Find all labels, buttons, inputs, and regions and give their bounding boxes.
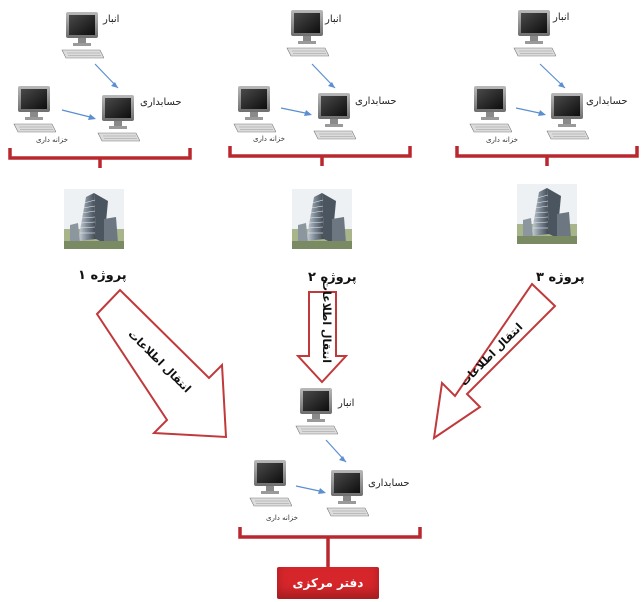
- project-1-network: [8, 12, 192, 250]
- central-office-box: دفتر مرکزی: [277, 567, 379, 599]
- computer-icon: [97, 95, 140, 142]
- hesabdari-label: حسابداری: [368, 478, 410, 489]
- central-office-label: دفتر مرکزی: [292, 576, 364, 590]
- project-3-network: [455, 10, 639, 245]
- computer-icon: [13, 86, 56, 133]
- bracket: [8, 148, 192, 160]
- building-icon: [292, 188, 352, 250]
- link-arrow: [61, 109, 95, 119]
- anbar-label: انبار: [553, 12, 570, 23]
- computer-icon: [546, 93, 589, 140]
- computer-icon: [233, 86, 276, 133]
- khazane-label: خزانه داری: [486, 136, 518, 144]
- bracket: [228, 146, 412, 158]
- khazane-label: خزانه داری: [36, 136, 68, 144]
- computer-icon: [313, 93, 356, 140]
- project-label: پروژه ۳: [536, 270, 585, 285]
- hesabdari-label: حسابداری: [586, 96, 628, 107]
- hesabdari-label: حسابداری: [140, 97, 182, 108]
- building-icon: [517, 183, 577, 245]
- project-label: پروژه ۱: [78, 268, 127, 283]
- transfer-arrow-label: انتقال اطلاعات: [320, 280, 333, 363]
- bracket: [238, 527, 422, 539]
- anbar-label: انبار: [103, 14, 120, 25]
- transfer-arrow-middle: [295, 291, 349, 384]
- computer-icon: [249, 460, 292, 507]
- computer-icon: [295, 388, 338, 435]
- computer-icon: [469, 86, 512, 133]
- project-label: پروژه ۲: [308, 270, 357, 285]
- computer-icon: [61, 12, 104, 59]
- computer-icon: [286, 10, 329, 57]
- project-2-network: [228, 10, 412, 250]
- bracket: [455, 146, 639, 158]
- anbar-label: انبار: [338, 398, 355, 409]
- central-office-network: [238, 388, 422, 567]
- hesabdari-label: حسابداری: [355, 96, 397, 107]
- khazane-label: خزانه داری: [266, 514, 298, 522]
- khazane-label: خزانه داری: [253, 135, 285, 143]
- building-icon: [64, 188, 124, 250]
- transfer-arrow-right: [432, 282, 557, 441]
- computer-icon: [326, 470, 369, 517]
- transfer-arrow-left: [95, 288, 228, 439]
- computer-icon: [513, 10, 556, 57]
- anbar-label: انبار: [325, 14, 342, 25]
